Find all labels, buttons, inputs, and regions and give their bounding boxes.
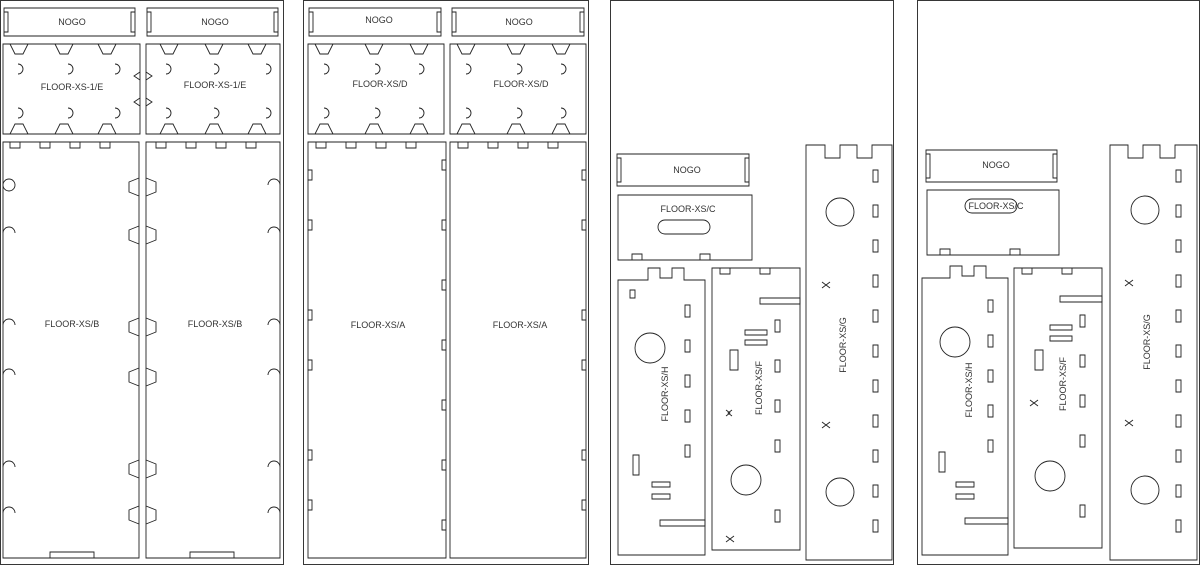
sheet-3-nogo xyxy=(616,153,750,187)
label-sheet3-nogo: NOGO xyxy=(673,165,701,175)
label-sheet4-floor-c: FLOOR-XS/C xyxy=(968,201,1024,211)
sheet-2-nogo-1 xyxy=(308,7,442,37)
sheet-4-floor-f xyxy=(1013,267,1103,549)
sheet-2-floor-d-2 xyxy=(449,43,587,135)
label-sheet2-floor-d-2: FLOOR-XS/D xyxy=(493,79,549,89)
sheet-2-floor-a-2 xyxy=(449,141,587,559)
sheet-3-floor-g xyxy=(805,144,893,561)
label-sheet2-nogo-2: NOGO xyxy=(505,17,533,27)
label-sheet3-floor-g: FLOOR-XS/G xyxy=(838,317,848,373)
sheet-1-floor-b-1 xyxy=(2,141,140,559)
label-sheet1-floor-b-1: FLOOR-XS/B xyxy=(45,319,100,329)
label-sheet1-floor-b-2: FLOOR-XS/B xyxy=(188,319,243,329)
label-sheet2-floor-d-1: FLOOR-XS/D xyxy=(352,79,408,89)
label-sheet3-floor-c: FLOOR-XS/C xyxy=(660,204,716,214)
sheet-2-nogo-2 xyxy=(451,7,585,37)
label-sheet2-floor-a-1: FLOOR-XS/A xyxy=(351,320,406,330)
sheet-1-nogo-2 xyxy=(146,7,279,37)
sheet-2-floor-a-1 xyxy=(307,141,447,559)
sheet-2-floor-d-1 xyxy=(307,43,445,135)
sheet-4-floor-g xyxy=(1109,144,1198,561)
label-sheet3-floor-h: FLOOR-XS/H xyxy=(660,366,670,421)
sheet-4-floor-h xyxy=(921,265,1009,556)
label-sheet3-floor-f: FLOOR-XS/F xyxy=(754,361,764,416)
label-sheet4-floor-h: FLOOR-XS/H xyxy=(964,362,974,417)
sheet-3-border xyxy=(610,0,894,565)
sheet-3-floor-h xyxy=(617,267,706,556)
sheet-1-floor-b-2 xyxy=(145,141,281,559)
sheet-4-nogo xyxy=(925,149,1058,183)
sheet-1-floor-e-2 xyxy=(145,43,281,135)
sheet-1-floor-e-1 xyxy=(2,43,141,135)
label-sheet4-floor-g: FLOOR-XS/G xyxy=(1142,314,1152,370)
sheet-4-floor-c xyxy=(926,189,1060,256)
sheet-3-floor-f xyxy=(711,267,801,551)
label-sheet1-floor-e-2: FLOOR-XS-1/E xyxy=(184,80,247,90)
label-sheet4-nogo: NOGO xyxy=(982,160,1010,170)
label-sheet4-floor-f: FLOOR-XS/F xyxy=(1058,357,1068,412)
label-sheet1-floor-e-1: FLOOR-XS-1/E xyxy=(41,82,104,92)
label-sheet1-nogo-1: NOGO xyxy=(58,17,86,27)
sheet-3-floor-c xyxy=(617,194,753,261)
sheet-1-nogo-1 xyxy=(3,7,136,37)
label-sheet2-floor-a-2: FLOOR-XS/A xyxy=(493,320,548,330)
sheet-4-border xyxy=(917,0,1200,565)
label-sheet2-nogo-1: NOGO xyxy=(365,15,393,25)
label-sheet1-nogo-2: NOGO xyxy=(201,17,229,27)
